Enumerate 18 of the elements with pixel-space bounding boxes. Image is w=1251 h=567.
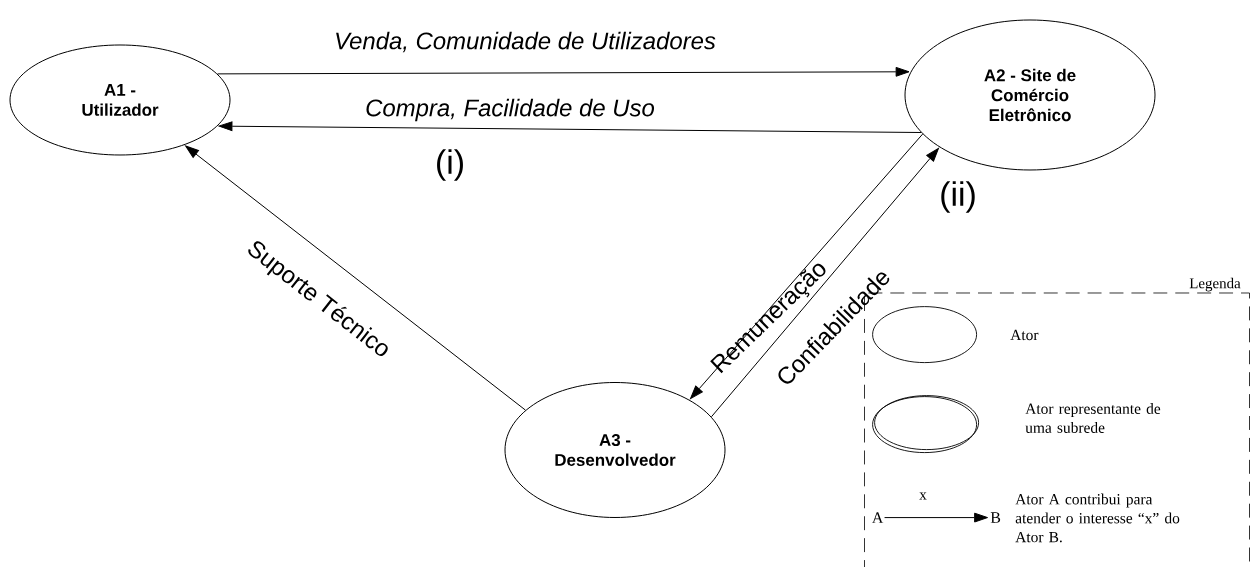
node-label: Legenda bbox=[1189, 277, 1241, 292]
legend-letter: B bbox=[990, 512, 1001, 523]
legend-letter: A bbox=[872, 512, 884, 523]
arrow bbox=[218, 121, 922, 133]
edge-label: x bbox=[919, 492, 927, 500]
legend-sample-ellipse bbox=[872, 395, 980, 454]
legend-text: Ator bbox=[1010, 329, 1039, 341]
legend-text: Ator representante de uma subrede bbox=[1025, 403, 1161, 433]
arrow bbox=[690, 133, 924, 400]
legend-text: Ator A contribui para atender o interesse “x” do Ator B. bbox=[1015, 493, 1180, 543]
arrow bbox=[710, 148, 939, 418]
roman-numeral-label: (i) bbox=[437, 149, 463, 181]
roman-numeral-label: (ii) bbox=[941, 181, 975, 213]
arrow bbox=[884, 512, 988, 523]
edge-label: Compra, Facilidade de Uso bbox=[366, 98, 655, 122]
arrow bbox=[217, 66, 910, 77]
edge-label: Venda, Comunidade de Utilizadores bbox=[336, 31, 716, 53]
arrow bbox=[185, 145, 526, 411]
